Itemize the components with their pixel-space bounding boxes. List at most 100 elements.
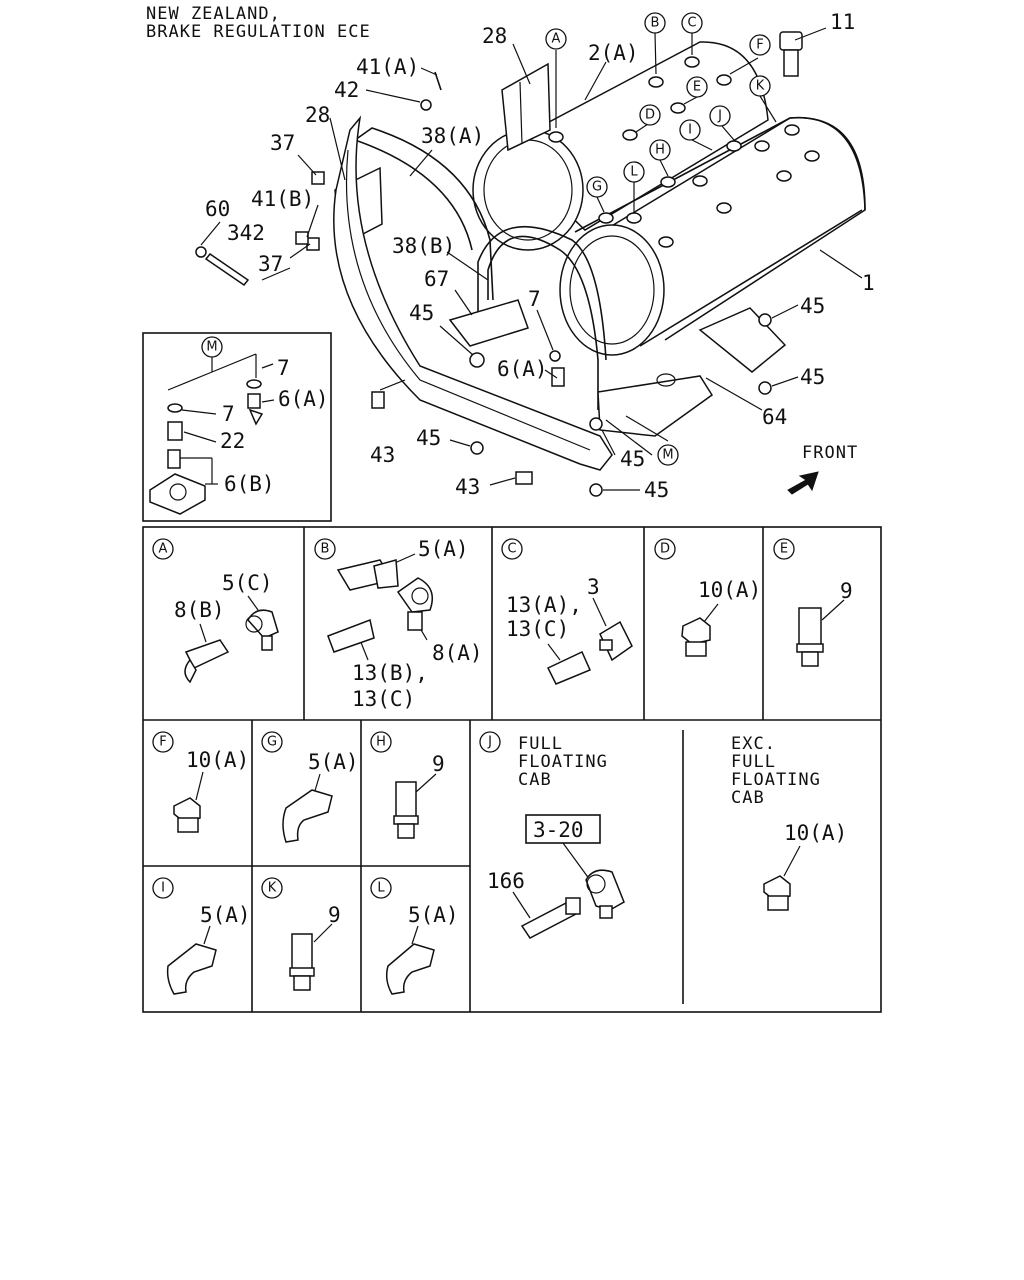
label-41b: 41(B)	[251, 187, 314, 211]
label-60: 60	[205, 197, 230, 221]
svg-text:K: K	[756, 79, 765, 94]
label-1: 1	[862, 271, 875, 295]
svg-text:F: F	[159, 735, 166, 750]
callout-L: L	[370, 877, 392, 899]
label-42: 42	[334, 78, 359, 102]
svg-text:G: G	[592, 180, 602, 195]
detail-J-left-title-2: FLOATING	[518, 752, 608, 772]
callout-F-main: F	[749, 34, 771, 56]
detail-K: K 9	[261, 877, 341, 991]
callout-H-main: H	[649, 139, 671, 161]
detail-C-label-13a: 13(A),	[506, 593, 582, 617]
label-45-bracket: 45	[620, 447, 645, 471]
label-45-left: 45	[409, 301, 434, 325]
ref-box-3-20-label: 3-20	[533, 818, 584, 842]
callout-D: D	[654, 538, 676, 560]
callout-C-main: C	[681, 12, 703, 34]
label-28-mid: 28	[305, 103, 330, 127]
detail-J-left-title-3: CAB	[518, 770, 552, 790]
svg-text:D: D	[660, 542, 670, 557]
inset-label-6a: 6(A)	[278, 387, 329, 411]
svg-text:A: A	[159, 542, 168, 557]
strap-38a-inner	[354, 139, 473, 251]
strap-38b-inner	[477, 226, 607, 361]
label-38b: 38(B)	[392, 234, 455, 258]
inset-label-6b: 6(B)	[224, 472, 275, 496]
label-45-center: 45	[416, 426, 441, 450]
detail-B-label-5a: 5(A)	[418, 537, 469, 561]
label-41a: 41(A)	[356, 55, 419, 79]
svg-text:C: C	[507, 542, 516, 557]
detail-F-label-10a: 10(A)	[186, 748, 249, 772]
inset-label-22: 22	[220, 429, 245, 453]
svg-text:I: I	[688, 123, 692, 138]
callout-E: E	[773, 538, 795, 560]
label-7-main: 7	[528, 287, 541, 311]
detail-B-label-8a: 8(A)	[432, 641, 483, 665]
svg-text:J: J	[487, 735, 492, 750]
detail-D-label-10a: 10(A)	[698, 578, 761, 602]
header-line-2: BRAKE REGULATION ECE	[146, 22, 371, 42]
svg-text:D: D	[645, 108, 655, 123]
main-assembly-drawing: 11 28 2(A) 41(A) 42 28 38(A) 37 41(B) 60…	[195, 10, 875, 502]
detail-J-label-166: 166	[487, 869, 525, 893]
detail-C: C 13(A), 13(C) 3	[501, 538, 633, 685]
svg-text:M: M	[206, 340, 217, 355]
svg-text:E: E	[780, 542, 788, 557]
svg-text:L: L	[377, 881, 385, 896]
detail-J-right-title-4: CAB	[731, 788, 765, 808]
svg-text:I: I	[161, 881, 165, 896]
callout-F: F	[152, 731, 174, 753]
detail-F: F 10(A)	[152, 731, 249, 833]
inset-label-7-top: 7	[277, 356, 290, 380]
label-37-bottom: 37	[258, 252, 283, 276]
detail-K-label-9: 9	[328, 903, 341, 927]
frame-rail	[333, 115, 613, 471]
svg-text:G: G	[267, 735, 277, 750]
detail-A-label-8b: 8(B)	[174, 598, 225, 622]
detail-J-left-title-1: FULL	[518, 734, 563, 754]
detail-J: J FULL FLOATING CAB 3-20 166 EXC. FULL F…	[479, 731, 847, 939]
callout-K-main: K	[749, 75, 771, 97]
callout-E-main: E	[686, 76, 708, 98]
drain-valve-11	[779, 31, 803, 77]
strap-38a	[354, 127, 494, 301]
svg-text:M: M	[662, 448, 673, 463]
callout-J: J	[479, 731, 501, 753]
label-45-right-top: 45	[800, 294, 825, 318]
callout-G: G	[261, 731, 283, 753]
svg-text:H: H	[655, 143, 665, 158]
detail-B-label-13b: 13(B),	[352, 661, 428, 685]
detail-H: H 9	[370, 731, 445, 839]
label-64: 64	[762, 405, 787, 429]
detail-C-label-3: 3	[587, 575, 600, 599]
svg-text:F: F	[756, 38, 763, 53]
label-28-top: 28	[482, 24, 507, 48]
detail-G: G 5(A)	[261, 731, 359, 843]
callout-B: B	[314, 538, 336, 560]
callout-M-inset: M	[201, 336, 223, 358]
callout-C: C	[501, 538, 523, 560]
detail-J-right-title-1: EXC.	[731, 734, 776, 754]
detail-J-right-title-3: FLOATING	[731, 770, 821, 790]
detail-J-label-10a: 10(A)	[784, 821, 847, 845]
callout-I-main: I	[679, 119, 701, 141]
bracket-67	[448, 299, 529, 347]
inset-m: M 7 6(A) 7 22 6(B)	[142, 332, 332, 522]
detail-A-label-5c: 5(C)	[222, 571, 273, 595]
svg-text:L: L	[630, 165, 638, 180]
label-2a: 2(A)	[588, 41, 639, 65]
leader-lines	[200, 27, 863, 491]
detail-A: A 5(C) 8(B)	[152, 538, 279, 684]
callout-B-main: B	[644, 12, 666, 34]
callout-G-main: G	[586, 176, 608, 198]
detail-C-label-13c: 13(C)	[506, 617, 569, 641]
detail-E: E 9	[773, 538, 853, 667]
label-6a-main: 6(A)	[497, 357, 548, 381]
callout-A-main: A	[545, 28, 567, 50]
detail-H-label-9: 9	[432, 752, 445, 776]
svg-text:A: A	[552, 32, 561, 47]
header-line-1: NEW ZEALAND,	[146, 4, 281, 24]
callout-J-main: J	[709, 105, 731, 127]
